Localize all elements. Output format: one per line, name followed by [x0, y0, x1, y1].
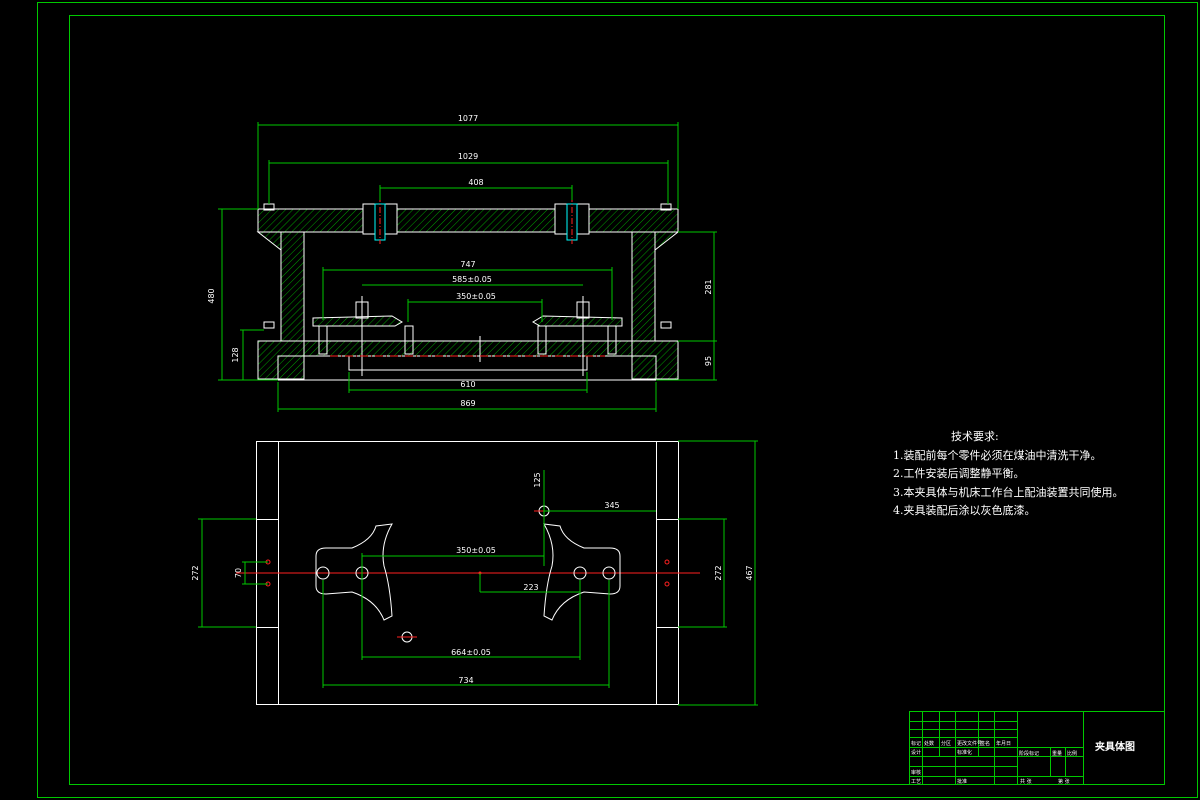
svg-text:重量: 重量: [1052, 750, 1062, 757]
svg-text:标准化: 标准化: [957, 749, 972, 756]
dim-base-inner: 610: [460, 380, 475, 389]
plan-dim-center-offset: 223: [523, 583, 538, 592]
plan-dim-right-overall: 467: [745, 565, 754, 580]
plan-view: 125 345 350±0.05 223 664±0.05 734 272 70…: [191, 440, 758, 706]
svg-text:审核: 审核: [911, 769, 921, 776]
technical-requirements: 技术要求: 1.装配前每个零件必须在煤油中清洗干净。 2.工件安装后调整静平衡。…: [893, 428, 1124, 521]
left-clamp: [312, 315, 403, 327]
outer-frame: [37, 2, 1198, 798]
requirement-item: 2.工件安装后调整静平衡。: [893, 467, 1025, 480]
plan-dim-arm-span: 350±0.05: [456, 546, 496, 555]
dim-overall-top: 1077: [458, 114, 478, 123]
technical-requirements-title: 技术要求:: [951, 430, 999, 443]
right-clamp: [532, 315, 623, 327]
plan-dim-right-width: 272: [714, 565, 723, 580]
left-column: [280, 231, 305, 342]
dim-bushing-span: 408: [468, 178, 483, 187]
right-flange: [631, 340, 679, 380]
dim-bolt-span: 1029: [458, 152, 478, 161]
plan-left-clamp: [315, 523, 393, 621]
drawing-name: 夹具体图: [1095, 740, 1135, 753]
svg-text:分区: 分区: [941, 740, 951, 747]
requirement-item: 1.装配前每个零件必须在煤油中清洗干净。: [893, 448, 1102, 462]
machine-table: [277, 355, 657, 381]
svg-text:阶段标记: 阶段标记: [1019, 750, 1039, 757]
plan-dim-left-width: 272: [191, 565, 200, 580]
svg-text:共 张: 共 张: [1020, 778, 1032, 785]
plan-dim-hole-vertical: 125: [533, 472, 542, 487]
plan-dim-pin-span: 664±0.05: [451, 648, 491, 657]
dim-right-height: 281: [704, 279, 713, 294]
svg-text:更改文件号: 更改文件号: [957, 740, 982, 747]
plan-dim-left-small: 70: [234, 568, 243, 578]
plan-right-clamp: [543, 523, 621, 621]
svg-text:设计: 设计: [911, 749, 921, 756]
svg-text:比例: 比例: [1067, 750, 1077, 757]
svg-text:年月日: 年月日: [996, 740, 1011, 747]
plan-dim-hole-horizontal: 345: [604, 501, 619, 510]
svg-text:签名: 签名: [980, 740, 990, 747]
requirement-item: 3.本夹具体与机床工作台上配油装置共同使用。: [893, 485, 1124, 499]
left-flange: [257, 340, 305, 380]
dim-left-lower: 128: [231, 347, 240, 362]
dim-inner-span: 747: [460, 260, 475, 269]
requirement-item: 4.夹具装配后涂以灰色底漆。: [893, 504, 1036, 517]
inner-frame: [69, 15, 1165, 785]
svg-text:批准: 批准: [957, 778, 967, 785]
dim-base-outer: 869: [460, 399, 475, 408]
title-block: [909, 711, 1165, 785]
dim-left-height: 480: [207, 288, 216, 303]
right-column: [631, 231, 656, 342]
plan-dim-inner-span: 734: [458, 676, 473, 685]
top-plate: [257, 208, 679, 233]
dim-right-lower: 95: [704, 356, 713, 366]
front-view: 1077 1029 408 747 585±0.05 350±0.05 610 …: [207, 114, 717, 412]
dim-center-span: 350±0.05: [456, 292, 496, 301]
svg-text:第 张: 第 张: [1058, 778, 1070, 785]
svg-text:工艺: 工艺: [911, 779, 921, 785]
title-block-text: 标记 处数 分区 更改文件号 签名 年月日 设计 标准化 审核 工艺 批准 阶段…: [911, 740, 1135, 785]
dim-pin-span: 585±0.05: [452, 275, 492, 284]
svg-text:标记: 标记: [911, 740, 921, 747]
svg-text:处数: 处数: [924, 740, 934, 747]
